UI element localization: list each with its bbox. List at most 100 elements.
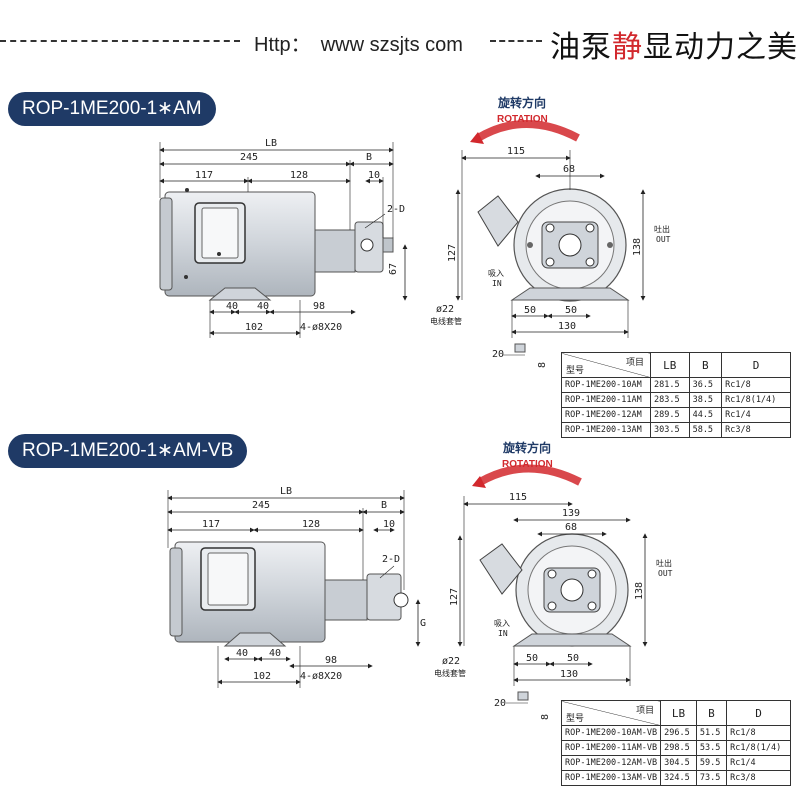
cell-b: 44.5: [688, 407, 723, 423]
rotation-en: ROTATION: [497, 114, 548, 125]
vb-dim-68: 68: [565, 522, 577, 533]
cell-b: 73.5: [695, 770, 728, 786]
slogan: 油泵静显动力之美: [550, 22, 798, 66]
cell-model: ROP-1ME200-13AM-VB: [560, 770, 662, 786]
front-view-am: 旋转方向 ROTATION 115 68 127 138 吐出: [430, 95, 671, 368]
dim-holes: 4-ø8X20: [300, 322, 342, 333]
slogan-highlight: 静: [612, 30, 643, 65]
dim-50b: 50: [565, 305, 577, 316]
table-row: ROP-1ME200-10AM 281.5 36.5 Rc1/8: [561, 377, 791, 393]
dim-40b: 40: [257, 301, 269, 312]
cell-model: ROP-1ME200-11AM-VB: [560, 740, 662, 756]
cell-d: Rc3/8: [726, 770, 791, 786]
section-title-am-vb: ROP-1ME200-1∗AM-VB: [8, 434, 248, 468]
vb-dim-8: 8: [540, 714, 551, 720]
table-row: ROP-1ME200-10AM-VB 296.5 51.5 Rc1/8: [560, 725, 791, 741]
rotation-cn: 旋转方向: [497, 95, 546, 110]
cell-lb: 324.5: [660, 770, 697, 786]
dim-10: 10: [368, 170, 380, 181]
section-title-am: ROP-1ME200-1∗AM: [8, 92, 216, 126]
dim-115: 115: [507, 146, 525, 157]
cell-b: 53.5: [695, 740, 728, 756]
vb-inlet-en: IN: [498, 629, 508, 638]
header-dash-mid: [490, 40, 542, 42]
dim-2d: 2-D: [387, 204, 405, 215]
dim-8: 8: [537, 362, 548, 368]
cell-model: ROP-1ME200-12AM: [561, 407, 651, 423]
header-d: D: [726, 700, 791, 726]
vb-dim-lb: LB: [280, 486, 292, 497]
slogan-pre: 油泵: [550, 30, 612, 65]
dim-b: B: [366, 152, 372, 163]
vb-dim-50a: 50: [526, 653, 538, 664]
vb-conduit-label: 电线套管: [434, 668, 466, 678]
header-item: 项目: [636, 706, 655, 716]
vb-dim-138: 138: [634, 582, 645, 600]
table-row: ROP-1ME200-13AM 303.5 58.5 Rc3/8: [561, 422, 791, 438]
header-b: B: [688, 352, 723, 378]
spec-table-am-vb: 项目 型号 LB B D ROP-1ME200-10AM-VB 296.5 51…: [560, 700, 791, 786]
cell-d: Rc1/8(1/4): [721, 392, 791, 408]
dim-128: 128: [290, 170, 308, 181]
cell-lb: 283.5: [650, 392, 690, 408]
vb-dim-d22: ø22: [442, 656, 460, 667]
vb-dim-102: 102: [253, 671, 271, 682]
outlet-en: OUT: [656, 235, 671, 244]
vb-dim-245: 245: [252, 500, 270, 511]
vb-dim-50b: 50: [567, 653, 579, 664]
dim-68: 68: [563, 164, 575, 175]
dim-50a: 50: [524, 305, 536, 316]
front-view-am-vb: 旋转方向 ROTATION 115 139 68 127 138 吐出 OUT …: [434, 440, 673, 720]
vb-dim-117: 117: [202, 519, 220, 530]
header-lb: LB: [660, 700, 697, 726]
side-view-am: LB 245 B 117 128 10 2-D 67 40 40 98 102 …: [159, 138, 408, 338]
vb-outlet-en: OUT: [658, 569, 673, 578]
cell-d: Rc1/8(1/4): [726, 740, 791, 756]
header-b: B: [695, 700, 728, 726]
table-row: ROP-1ME200-13AM-VB 324.5 73.5 Rc3/8: [560, 770, 791, 786]
slogan-post: 显动力之美: [643, 30, 798, 65]
vb-dim-115: 115: [509, 492, 527, 503]
vb-dim-127: 127: [449, 588, 460, 606]
page-header: Http：www szsjts com 油泵静显动力之美: [0, 0, 800, 80]
vb-outlet-cn: 吐出: [656, 558, 672, 568]
cell-model: ROP-1ME200-12AM-VB: [560, 755, 662, 771]
vb-rotation-en: ROTATION: [502, 459, 553, 470]
cell-lb: 298.5: [660, 740, 697, 756]
dim-20: 20: [492, 349, 504, 360]
cell-lb: 296.5: [660, 725, 697, 741]
cell-lb: 303.5: [650, 422, 690, 438]
dim-67: 67: [388, 263, 399, 275]
header-item: 项目: [625, 358, 644, 368]
vb-dim-40b: 40: [269, 648, 281, 659]
vb-inlet-cn: 吸入: [494, 619, 510, 628]
side-view-am-vb: LB 245 B 117 128 10 2-D G 40 40 98 102 4…: [167, 486, 426, 688]
vb-dim-b: B: [381, 500, 387, 511]
dim-245: 245: [240, 152, 258, 163]
vb-dim-20: 20: [494, 698, 506, 709]
vb-dim-130: 130: [560, 669, 578, 680]
cell-b: 38.5: [688, 392, 723, 408]
header-model: 型号: [566, 714, 585, 724]
cell-model: ROP-1ME200-11AM: [561, 392, 651, 408]
dim-d22: ø22: [436, 304, 454, 315]
website-url[interactable]: Http：www szsjts com: [254, 28, 473, 57]
cell-b: 59.5: [695, 755, 728, 771]
inlet-cn: 吸入: [488, 269, 504, 278]
cell-b: 58.5: [688, 422, 723, 438]
vb-dim-g: G: [420, 618, 426, 629]
cell-model: ROP-1ME200-13AM: [561, 422, 651, 438]
spec-table-am: 项目 型号 LB B D ROP-1ME200-10AM 281.5 36.5 …: [561, 352, 791, 438]
cell-model: ROP-1ME200-10AM: [561, 377, 651, 393]
cell-d: Rc3/8: [721, 422, 791, 438]
vb-dim-139: 139: [562, 508, 580, 519]
table-row: ROP-1ME200-11AM 283.5 38.5 Rc1/8(1/4): [561, 392, 791, 408]
cell-b: 51.5: [695, 725, 728, 741]
url-text: www szsjts com: [320, 34, 463, 56]
cell-b: 36.5: [688, 377, 723, 393]
dim-102: 102: [245, 322, 263, 333]
dim-40a: 40: [226, 301, 238, 312]
table-corner-cell: 项目 型号: [561, 352, 651, 378]
header-lb: LB: [650, 352, 690, 378]
